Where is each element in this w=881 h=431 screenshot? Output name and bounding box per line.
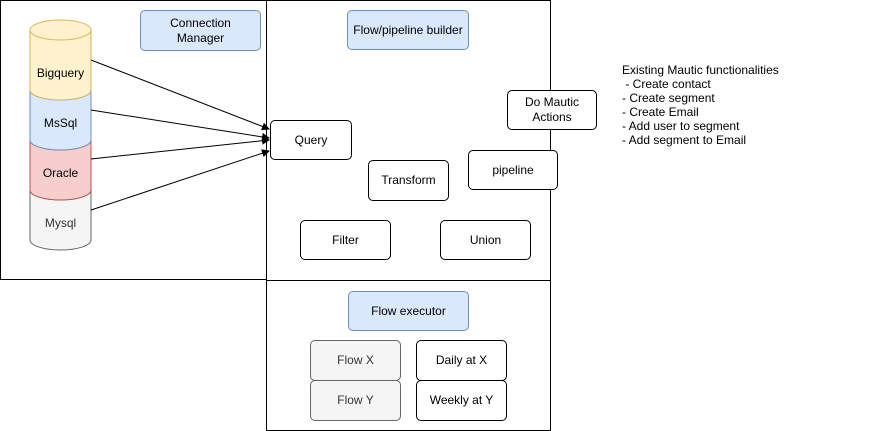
query-node: Query (270, 120, 352, 160)
db-label-oracle: Oracle (42, 166, 79, 180)
arrow-mssql-query (90, 109, 270, 141)
mautic-functionalities-note: Existing Mautic functionalities - Create… (622, 63, 779, 147)
do-mautic-actions-node: Do Mautic Actions (507, 90, 597, 130)
filter-node: Filter (300, 220, 391, 260)
flow-builder-header: Flow/pipeline builder (347, 10, 469, 50)
flow-x-node: Flow X (310, 340, 401, 381)
arrow-oracle-query (90, 136, 270, 160)
connection-manager-header: Connection Manager (140, 10, 261, 51)
arrow-mysql-query (90, 149, 270, 211)
flow-y-node: Flow Y (310, 380, 401, 421)
db-label-bigquery: Bigquery (36, 66, 85, 80)
bigquery-cylinder (29, 19, 92, 101)
db-label-mysql: Mysql (44, 216, 77, 230)
arrow-bigquery-query (90, 59, 270, 131)
weekly-at-y-node: Weekly at Y (416, 380, 507, 421)
transform-node: Transform (368, 160, 449, 201)
pipeline-node: pipeline (468, 150, 558, 190)
daily-at-x-node: Daily at X (416, 340, 507, 381)
db-label-mssql: MsSql (43, 116, 78, 130)
union-node: Union (440, 220, 531, 260)
flow-executor-header: Flow executor (348, 291, 469, 331)
